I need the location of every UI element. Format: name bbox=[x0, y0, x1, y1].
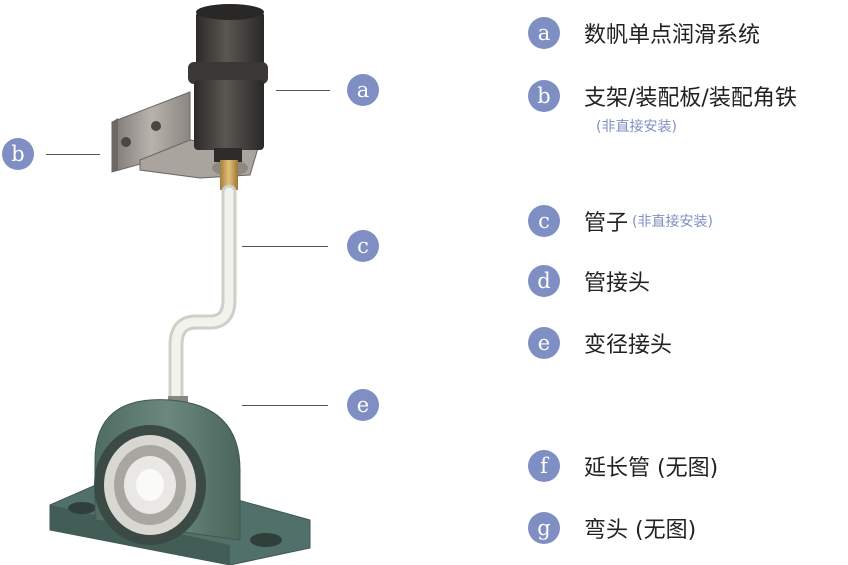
bearing-housing bbox=[49, 399, 311, 565]
legend-label: 支架/装配板/装配角铁 bbox=[584, 86, 797, 111]
callout-b: b bbox=[2, 138, 34, 170]
legend-badge: e bbox=[528, 327, 560, 359]
legend-badge: c bbox=[528, 205, 560, 237]
single-point-lubricator bbox=[188, 4, 268, 190]
legend-label: 数帆单点润滑系统 bbox=[584, 23, 761, 48]
legend-label: 延长管 (无图) bbox=[584, 456, 719, 481]
legend-label: 弯头 (无图) bbox=[584, 518, 697, 543]
legend-item-e: e 变径接头 bbox=[528, 327, 672, 359]
leader-b bbox=[46, 154, 100, 155]
legend-badge: g bbox=[528, 512, 560, 544]
legend-label: 变径接头 bbox=[584, 333, 673, 358]
legend-item-b: b 支架/装配板/装配角铁 bbox=[528, 80, 797, 112]
legend-note-c: (非直接安装) bbox=[632, 214, 713, 230]
legend-item-d: d 管接头 bbox=[528, 265, 650, 297]
leader-e bbox=[242, 405, 328, 406]
lube-tube bbox=[168, 184, 237, 406]
legend-item-a: a 数帆单点润滑系统 bbox=[528, 17, 760, 49]
callout-a: a bbox=[347, 74, 379, 106]
legend-badge: a bbox=[528, 17, 560, 49]
legend-label: 管接头 bbox=[584, 271, 651, 296]
legend-badge: b bbox=[528, 80, 560, 112]
callout-c: c bbox=[347, 230, 379, 262]
legend-item-f: f 延长管 (无图) bbox=[528, 450, 718, 482]
legend-badge: d bbox=[528, 265, 560, 297]
leader-c bbox=[242, 246, 328, 247]
callout-e: e bbox=[347, 389, 379, 421]
legend-item-g: g 弯头 (无图) bbox=[528, 512, 696, 544]
legend-item-c: c 管子 (非直接安装) bbox=[528, 205, 713, 237]
legend-note-b: (非直接安装) bbox=[596, 119, 677, 135]
legend-badge: f bbox=[528, 450, 560, 482]
leader-a bbox=[276, 90, 330, 91]
legend-label: 管子 bbox=[584, 211, 629, 236]
